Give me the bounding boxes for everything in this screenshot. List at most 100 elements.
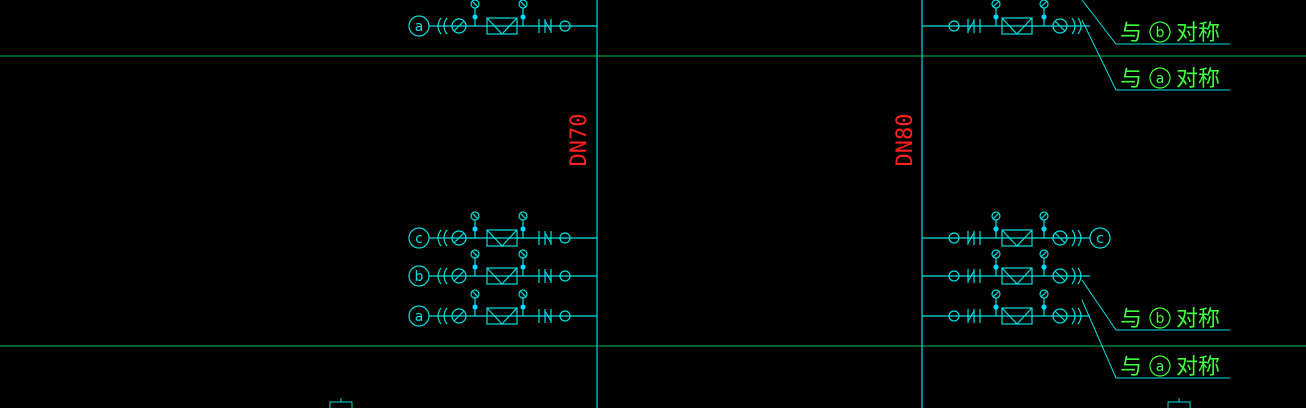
pressure-gauge-icon (518, 289, 528, 299)
meter-mark (486, 307, 518, 325)
pipe-label-right: DN80 (893, 114, 918, 167)
check-mark (967, 310, 975, 322)
ball-valve-icon (948, 20, 960, 32)
check-mark (544, 232, 552, 244)
gauge-needle (1040, 290, 1048, 298)
gauge-needle (992, 212, 1000, 220)
meter-unit (922, 0, 1090, 35)
node-dot (993, 304, 999, 310)
unit-tag-circle (408, 15, 430, 37)
node-dot (520, 264, 526, 270)
gauge-needle (471, 250, 479, 258)
meter-unit: a (408, 289, 597, 327)
gauge-needle (992, 290, 1000, 298)
pressure-gauge-icon (518, 211, 528, 221)
flex-connector (443, 267, 448, 285)
node-dot (472, 264, 478, 270)
right-meter-units: c (922, 0, 1111, 325)
meter-unit: c (922, 211, 1111, 249)
gauge-needle (519, 212, 527, 220)
gauge-needle (519, 0, 527, 8)
flex-connector (437, 307, 442, 325)
pressure-gauge-icon (1039, 0, 1049, 9)
ball-valve-icon (948, 232, 960, 244)
fixture-mark-left (329, 398, 353, 408)
pressure-gauge-icon (991, 0, 1001, 9)
ball-valve-icon (559, 310, 571, 322)
meter-mark (1001, 229, 1033, 247)
annotation-suffix: 对称 (1176, 21, 1220, 46)
annotation-suffix: 对称 (1176, 307, 1220, 332)
meter-mark (1001, 267, 1033, 285)
pressure-gauge-icon (518, 0, 528, 9)
annotation-tag-circle (1149, 307, 1171, 329)
flex-connector (1071, 267, 1076, 285)
annotation-suffix: 对称 (1176, 67, 1220, 92)
check-mark (544, 20, 552, 32)
ball-valve-icon (948, 270, 960, 282)
leader-line (1081, 279, 1230, 331)
valve-slash (1054, 310, 1066, 322)
valve-slash (453, 20, 465, 32)
check-mark (967, 20, 975, 32)
node-dot (520, 304, 526, 310)
pressure-gauge-icon (991, 211, 1001, 221)
pressure-gauge-icon (1039, 249, 1049, 259)
check-mark (544, 310, 552, 322)
flex-connector (437, 267, 442, 285)
gate-valve-icon (1052, 18, 1068, 34)
gate-valve-icon (451, 268, 467, 284)
meter-mark (1001, 17, 1033, 35)
flex-connector (1071, 307, 1076, 325)
gauge-needle (519, 250, 527, 258)
gauge-needle (992, 250, 1000, 258)
node-dot (993, 226, 999, 232)
flex-connector (437, 229, 442, 247)
valve-slash (1054, 20, 1066, 32)
valve-slash (453, 270, 465, 282)
gate-valve-icon (451, 308, 467, 324)
valve-slash (1054, 270, 1066, 282)
check-mark (967, 270, 975, 282)
unit-tag-circle (408, 305, 430, 327)
gate-valve-icon (451, 230, 467, 246)
meter-unit: b (408, 249, 597, 287)
node-dot (520, 226, 526, 232)
flex-connector (1077, 229, 1082, 247)
pressure-gauge-icon (1039, 211, 1049, 221)
gauge-needle (519, 290, 527, 298)
unit-tag-letter: c (415, 231, 423, 247)
annotation-suffix: 对称 (1176, 355, 1220, 380)
annotation-prefix: 与 (1120, 355, 1142, 380)
node-dot (472, 304, 478, 310)
node-dot (1041, 14, 1047, 20)
pressure-gauge-icon (518, 249, 528, 259)
meter-mark (486, 267, 518, 285)
gate-valve-icon (1052, 230, 1068, 246)
flex-connector (443, 229, 448, 247)
unit-tag-letter: c (1096, 231, 1104, 247)
leader-line (1081, 0, 1230, 45)
meter-unit: c (408, 211, 597, 249)
unit-tag-circle (1089, 227, 1111, 249)
annotation-tag-letter: a (1156, 71, 1165, 87)
node-dot (993, 14, 999, 20)
annotation-tag-letter: b (1156, 25, 1165, 41)
gauge-needle (992, 0, 1000, 8)
ball-valve-icon (559, 232, 571, 244)
leader-line (1081, 19, 1230, 91)
flex-connector (437, 17, 442, 35)
flex-connector (1071, 17, 1076, 35)
gauge-needle (471, 290, 479, 298)
flex-connector (443, 307, 448, 325)
node-dot (1041, 264, 1047, 270)
pressure-gauge-icon (470, 289, 480, 299)
node-dot (472, 14, 478, 20)
gauge-needle (471, 212, 479, 220)
meter-unit (922, 249, 1090, 285)
